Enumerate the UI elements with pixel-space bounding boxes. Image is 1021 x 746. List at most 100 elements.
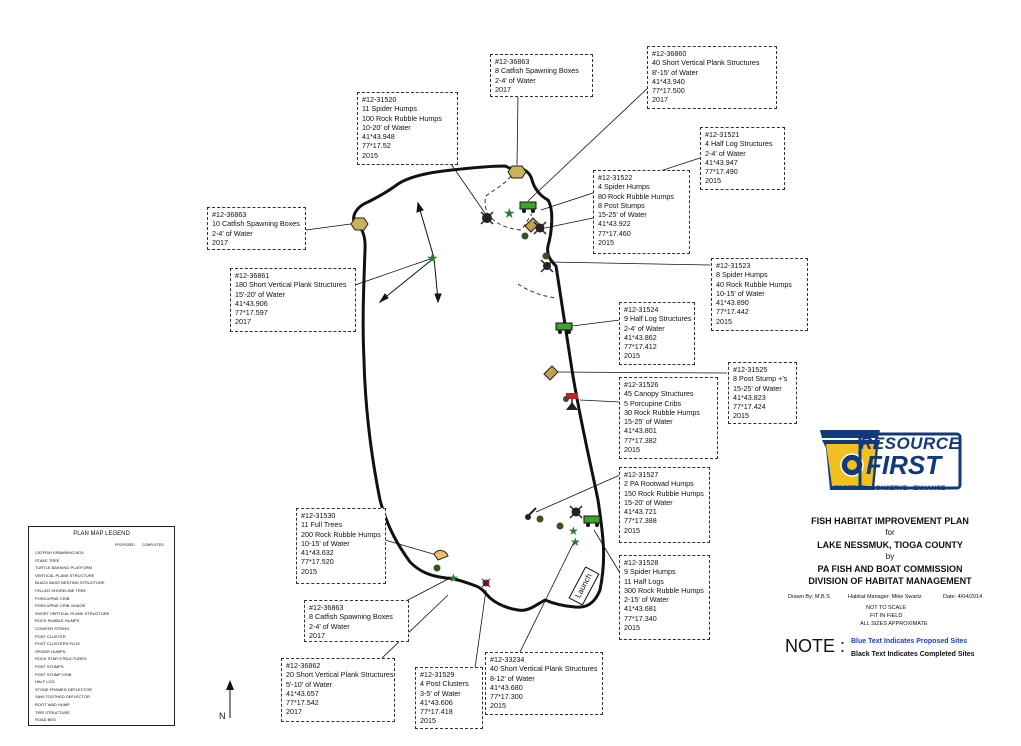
callout-line: 77*17.490 bbox=[705, 167, 738, 177]
callout-line: 8 Catfish Spawning Boxes bbox=[309, 612, 393, 622]
legend-item: TIRE STRUCTURE bbox=[35, 709, 70, 715]
callout-line: 150 Rock Rubble Humps bbox=[624, 488, 704, 498]
legend-item: FELLED SHORELINE TREE bbox=[35, 588, 87, 593]
callout-line: 10-15' of Water bbox=[716, 288, 765, 298]
callout-line: #12-31520 bbox=[362, 95, 397, 104]
callout-line: 77*17.424 bbox=[733, 402, 766, 412]
callout-line: #12-31530 bbox=[301, 511, 336, 520]
north-arrow bbox=[226, 680, 234, 718]
title-block: FISH HABITAT IMPROVEMENT PLAN for LAKE N… bbox=[780, 515, 1000, 587]
callout-line: 100 Rock Rubble Humps bbox=[362, 113, 442, 123]
note-proposed: Blue Text Indicates Proposed Sites bbox=[851, 638, 968, 645]
legend-item: POST STUMP CRIB bbox=[35, 671, 72, 677]
plan-date: Date: 4/04/2014 bbox=[943, 594, 983, 600]
rubble-hump-symbol bbox=[569, 505, 583, 519]
callout-line: 8 Post Stumps bbox=[598, 200, 645, 210]
note-label: NOTE : bbox=[785, 636, 846, 656]
callout-line: 4 Post Clusters bbox=[420, 679, 469, 689]
callout-line: 77*17.442 bbox=[716, 307, 749, 317]
callout-line: 20 Short Vertical Plank Structures bbox=[286, 670, 394, 680]
callout-line: #12-31528 bbox=[624, 558, 659, 567]
legend-col-completed: COMPLETED bbox=[142, 543, 164, 547]
leader-lines bbox=[305, 84, 728, 669]
callout-line: 2-4' of Water bbox=[495, 75, 536, 85]
svg-text:★: ★ bbox=[426, 250, 439, 266]
callout-line: 8-12' of Water bbox=[490, 673, 535, 683]
habitat-symbols: ★ ★ ★ ★ ★ bbox=[350, 165, 601, 588]
logo-block: RESOURCE FIRST PROTECT • CONSERVE • ENHA… bbox=[812, 422, 960, 500]
svg-text:★: ★ bbox=[448, 571, 459, 585]
callout-line: 41*43.922 bbox=[598, 219, 631, 229]
callout-line: 41*43.681 bbox=[624, 604, 657, 614]
rubble-hump-symbol bbox=[480, 211, 494, 225]
callout-line: #12-36863 bbox=[309, 603, 344, 612]
callout-line: 41*43.948 bbox=[362, 132, 395, 142]
post-cluster-symbol bbox=[481, 578, 491, 588]
legend-item: STONE FRAMED DEFLECTOR bbox=[35, 686, 92, 692]
callout-line: 200 Rock Rubble Humps bbox=[301, 529, 381, 539]
callout-line: 40 Short Vertical Plank Structures bbox=[652, 58, 760, 68]
callout-line: 2017 bbox=[652, 95, 668, 105]
title-line-6: DIVISION OF HABITAT MANAGEMENT bbox=[808, 576, 972, 586]
callout-line: #12-31523 bbox=[716, 261, 751, 270]
callout-line: 2015 bbox=[420, 716, 436, 726]
callout-line: 2015 bbox=[624, 623, 640, 633]
legend-item: POST CLUSTER bbox=[35, 633, 66, 639]
callout-line: 2017 bbox=[286, 707, 302, 717]
callout-line: #12-36860 bbox=[652, 49, 687, 58]
callout-line: 10 Catfish Spawning Boxes bbox=[212, 219, 300, 229]
callout-line: #12-36863 bbox=[212, 210, 247, 219]
callout-line: 2015 bbox=[716, 316, 732, 326]
all-sizes-approx: ALL SIZES APPROXIMATE bbox=[860, 621, 928, 627]
legend-item: ROCK RUBBLE HUMPS bbox=[35, 618, 80, 624]
legend-item: PORCUPINE CRIB bbox=[35, 595, 70, 601]
callout-line: 4 Half Log Structures bbox=[705, 139, 773, 149]
flow-arrow bbox=[378, 201, 442, 304]
habitat-manager: Habitat Manager: Mike Swartz bbox=[848, 594, 922, 600]
callout-line: 2015 bbox=[598, 238, 614, 248]
callout-line: 77*17.460 bbox=[598, 228, 631, 238]
callout-line: 2-15' of Water bbox=[624, 595, 669, 605]
callout-line: 15-25' of Water bbox=[733, 383, 782, 393]
callout-line: 41*43.940 bbox=[652, 76, 685, 86]
title-line-3: LAKE NESSMUK, TIOGA COUNTY bbox=[817, 540, 963, 550]
callout-line: 2017 bbox=[235, 317, 251, 327]
legend-item: ROCK STAR STRUCTURES bbox=[35, 656, 87, 662]
callout-line: 41*43.823 bbox=[733, 392, 766, 402]
callout-line: 30 Rock Rubble Humps bbox=[624, 407, 700, 417]
resource-first-logo bbox=[820, 430, 962, 490]
callout-line: #12-36863 bbox=[495, 57, 530, 66]
callout-line: 77*17.520 bbox=[301, 557, 334, 567]
callout-line: 41*43.862 bbox=[624, 332, 657, 342]
callout-line: 41*43.606 bbox=[420, 697, 453, 707]
callout-line: 41*43.632 bbox=[301, 548, 334, 558]
logo-tagline: PROTECT • CONSERVE • ENHANCE bbox=[834, 485, 946, 492]
legend-item: HALF LOG bbox=[35, 679, 55, 685]
callout-line: #12-31521 bbox=[705, 130, 740, 139]
callout-line: 5'-10' of Water bbox=[286, 679, 333, 689]
callout-line: 40 Rock Rubble Humps bbox=[716, 279, 792, 289]
legend-item: SHORT VERTICAL PLANK STRUCTURE bbox=[35, 610, 110, 616]
logo-word-first: FIRST bbox=[866, 450, 942, 480]
callout-line: 2-4' of Water bbox=[309, 621, 350, 631]
callout-line: #12-31524 bbox=[624, 305, 659, 314]
legend-item: ROAD BED bbox=[35, 717, 56, 723]
star-symbol: ★ bbox=[503, 205, 516, 221]
callout-line: #12-31526 bbox=[624, 380, 659, 389]
fit-in-field: FIT IN FIELD bbox=[870, 613, 903, 619]
callout-line: 2015 bbox=[301, 566, 317, 576]
half-log-symbol bbox=[519, 201, 537, 210]
callout-line: 41*43.801 bbox=[624, 426, 657, 436]
rubble-hump-symbol bbox=[540, 259, 554, 273]
half-log-symbol bbox=[583, 515, 601, 524]
callout-line: 2-4' of Water bbox=[624, 323, 665, 333]
callout-line: 300 Rock Rubble Humps bbox=[624, 585, 704, 595]
